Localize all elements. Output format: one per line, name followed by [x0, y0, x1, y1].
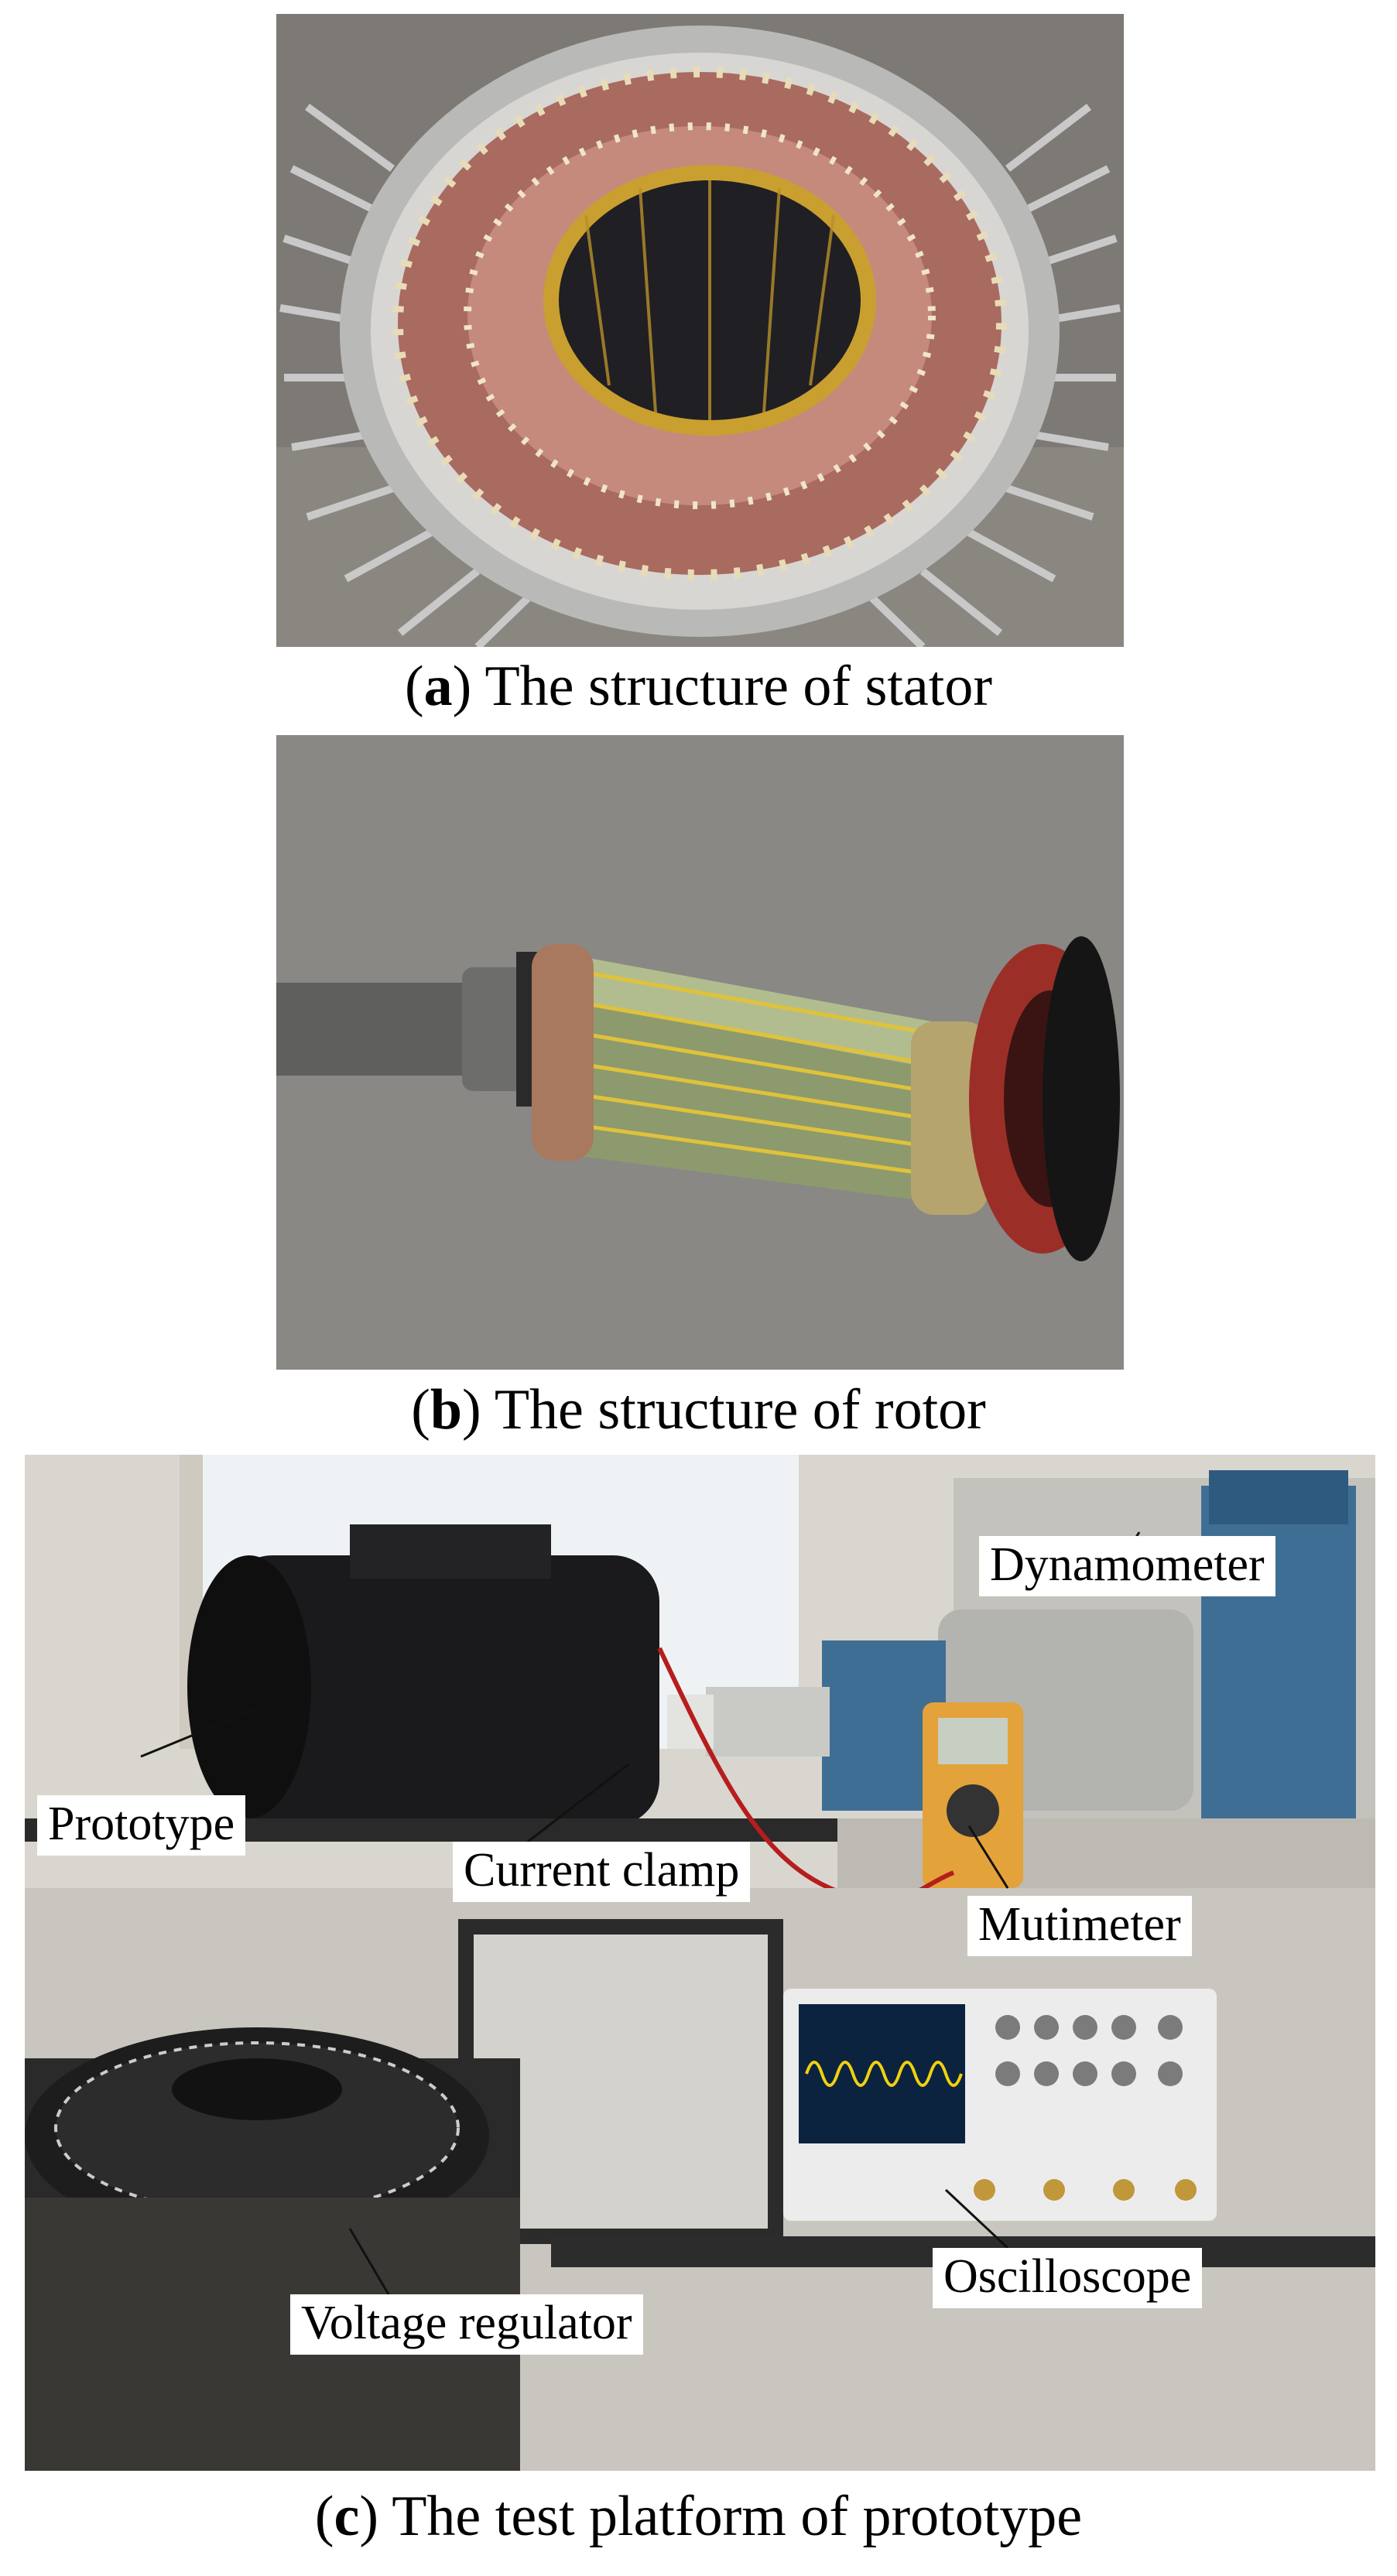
caption-c: (c) The test platform of prototype: [314, 2485, 1083, 2548]
caption-b-text: The structure of rotor: [494, 1378, 986, 1442]
test-platform-photo: [25, 1455, 1375, 2471]
callout-mutimeter: Mutimeter: [967, 1896, 1192, 1956]
callout-oscilloscope: Oscilloscope: [933, 2248, 1203, 2308]
panel-letter-b: b: [430, 1378, 463, 1442]
stator-photo: [276, 14, 1124, 647]
callout-dynamometer: Dynamometer: [979, 1536, 1275, 1596]
rotor-photo: [276, 735, 1124, 1370]
panel-letter-c: c: [334, 2485, 360, 2548]
caption-c-text: The test platform of prototype: [392, 2485, 1083, 2548]
caption-a-text: The structure of stator: [484, 655, 992, 718]
panel-letter-a: a: [423, 655, 453, 718]
callout-current-clamp: Current clamp: [453, 1842, 751, 1902]
caption-a: (a) The structure of stator: [405, 655, 992, 718]
callout-voltage-regulator: Voltage regulator: [290, 2294, 643, 2355]
caption-b: (b) The structure of rotor: [411, 1378, 986, 1442]
callout-prototype: Prototype: [37, 1795, 246, 1856]
